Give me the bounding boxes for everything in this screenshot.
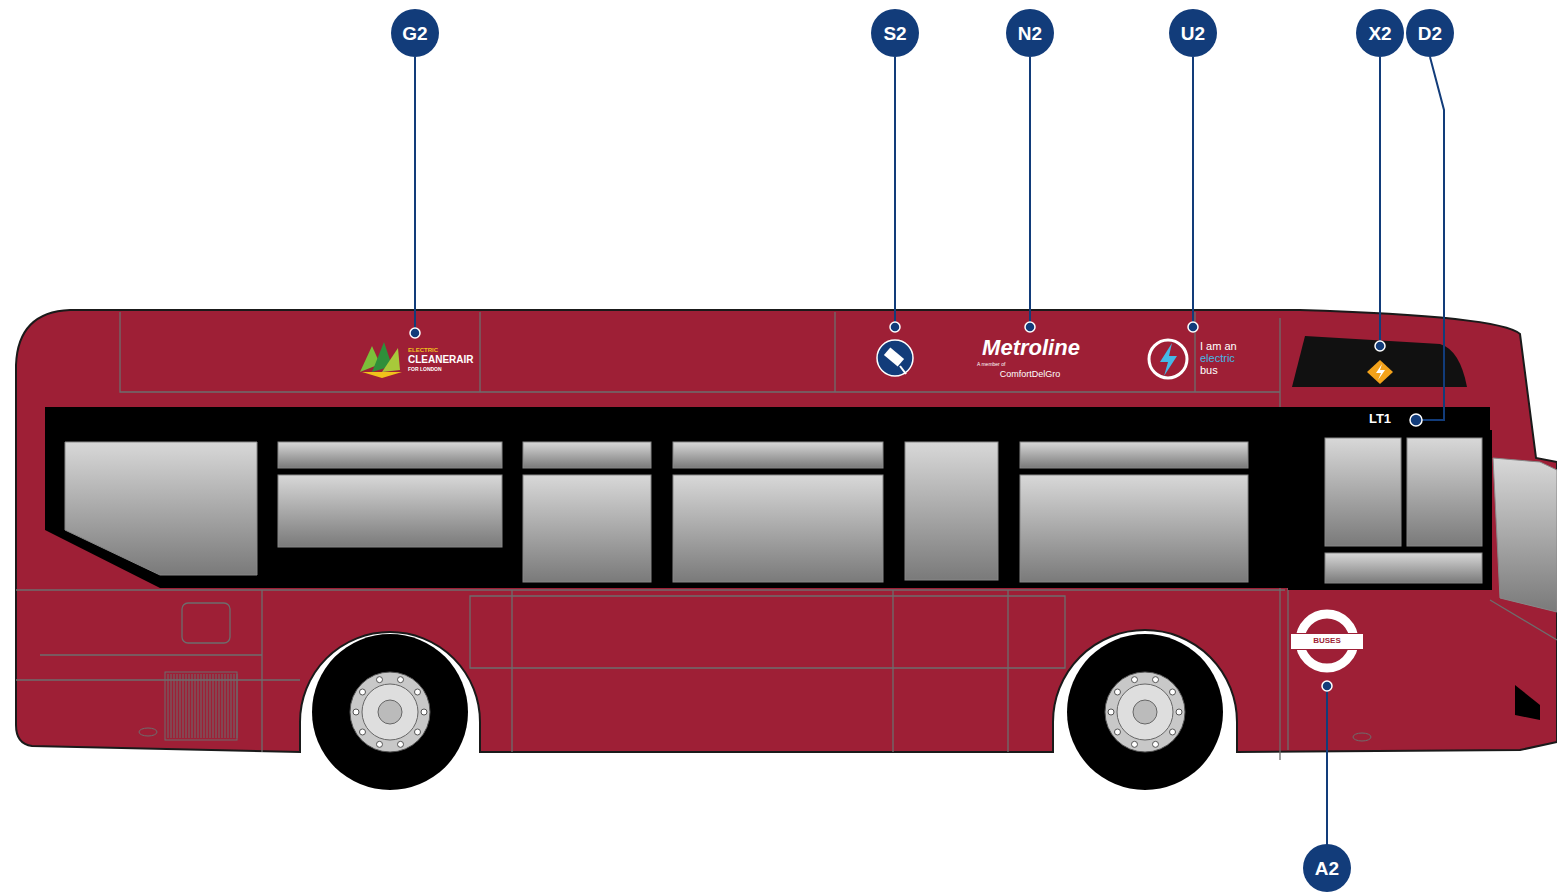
bus-body [16, 310, 1557, 752]
operator-name: Metroline [982, 337, 1080, 359]
callout-circle: X2 [1356, 9, 1404, 57]
callout-number: A2 [1315, 859, 1339, 878]
callout-number: N2 [1018, 24, 1042, 43]
usb-charging-icon [877, 340, 913, 376]
callout-circle: D2 [1406, 9, 1454, 57]
logo-text: CLEANERAIR [408, 355, 474, 365]
callout-circle: A2 [1303, 844, 1351, 892]
logo-text: FOR LONDON [408, 367, 442, 372]
slogan-text: bus [1200, 365, 1218, 376]
rear-grille [168, 674, 237, 738]
callout-circle: N2 [1006, 9, 1054, 57]
electric-bus-icon [1149, 340, 1187, 378]
slogan-text: I am an [1200, 341, 1237, 352]
callout-number: X2 [1368, 24, 1391, 43]
callout-circle: G2 [391, 9, 439, 57]
callout-number: S2 [883, 24, 906, 43]
wheels [312, 634, 1223, 790]
destination-window [1292, 336, 1467, 387]
operator-subtext: ComfortDelGro [1000, 370, 1061, 379]
panel-lines [16, 312, 1557, 760]
windows [65, 438, 1557, 612]
callout-circle: U2 [1169, 9, 1217, 57]
callout-number: G2 [402, 24, 427, 43]
leaf-logo [360, 342, 402, 378]
window-band [45, 407, 1490, 588]
callout-number: U2 [1181, 24, 1205, 43]
leader-lines [410, 57, 1444, 846]
callout-circle: S2 [871, 9, 919, 57]
operator-subtext: A member of [977, 362, 1005, 367]
electric-diamond [1367, 360, 1393, 384]
roundel-bar: BUSES [1290, 633, 1364, 650]
logo-text: ELECTRIC [408, 347, 438, 353]
slogan-text: electric [1200, 353, 1235, 364]
roundel-text: BUSES [1313, 637, 1341, 645]
fleet-number: LT1 [1369, 412, 1391, 425]
callout-number: D2 [1418, 24, 1442, 43]
